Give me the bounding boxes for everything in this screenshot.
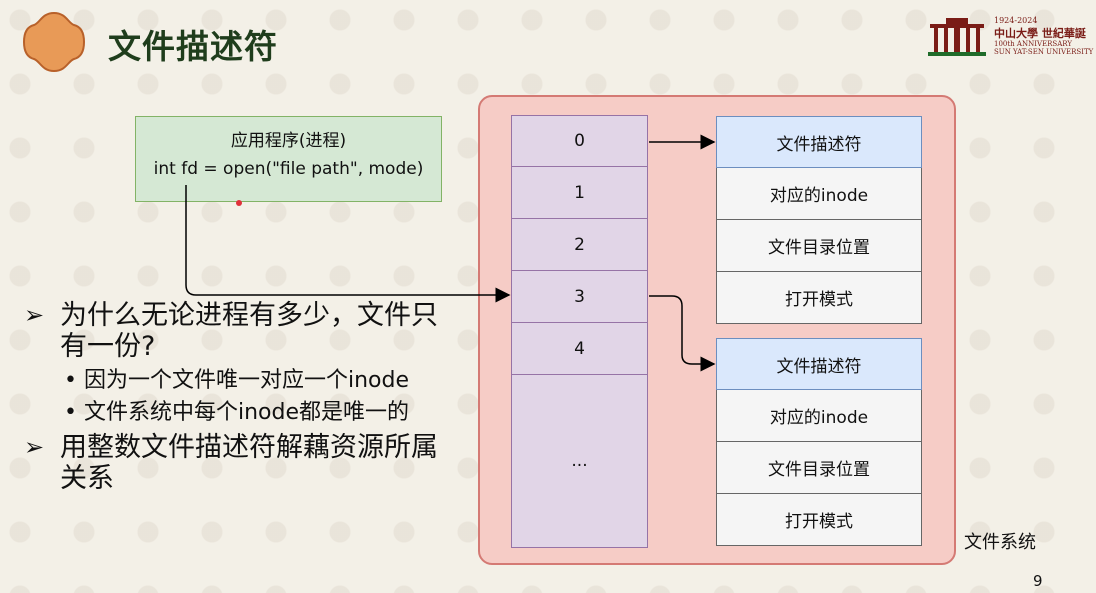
title-badge-icon xyxy=(22,11,86,73)
process-code: int fd = open("file path", mode) xyxy=(153,159,424,179)
bullet-text: 用整数文件描述符解藕资源所属关系 xyxy=(60,432,438,494)
logo-univ-en: SUN YAT-SEN UNIVERSITY xyxy=(994,48,1094,56)
file-entry: 文件描述符 对应的inode 文件目录位置 打开模式 xyxy=(716,116,922,324)
arrow-fd3-to-entry2 xyxy=(649,295,716,372)
process-box: 应用程序(进程) int fd = open("file path", mode… xyxy=(135,116,442,202)
entry-field: 对应的inode xyxy=(716,390,922,442)
fd-cell: 2 xyxy=(511,219,648,271)
sub-bullet-text: 文件系统中每个inode都是唯一的 xyxy=(84,400,410,425)
bullet-dot-icon: • xyxy=(64,368,77,393)
sub-bullet-text: 因为一个文件唯一对应一个inode xyxy=(84,368,410,393)
gate-logo-icon xyxy=(928,18,986,56)
fd-cell: 0 xyxy=(511,115,648,167)
filesystem-label: 文件系统 xyxy=(964,532,1036,553)
entry-field: 对应的inode xyxy=(716,168,922,220)
logo-anniversary: 100th ANNIVERSARY xyxy=(994,40,1072,48)
bullet-item: ➢ 用整数文件描述符解藕资源所属关系 xyxy=(24,432,454,494)
fd-table: 0 1 2 3 4 ... xyxy=(511,115,648,548)
fd-cell: 1 xyxy=(511,167,648,219)
entry-field: 打开模式 xyxy=(716,494,922,546)
bullet-item: ➢ 为什么无论进程有多少，文件只有一份? xyxy=(24,300,454,362)
university-logo: 1924-2024 中山大學 世紀華誕 100th ANNIVERSARY SU… xyxy=(928,16,1093,62)
fd-cell: ... xyxy=(511,375,648,548)
file-entry: 文件描述符 对应的inode 文件目录位置 打开模式 xyxy=(716,338,922,546)
entry-header: 文件描述符 xyxy=(716,338,922,390)
entry-field: 打开模式 xyxy=(716,272,922,324)
bullet-text: 为什么无论进程有多少，文件只有一份? xyxy=(60,300,438,362)
bullet-arrow-icon: ➢ xyxy=(24,433,45,461)
bullet-arrow-icon: ➢ xyxy=(24,301,45,329)
entry-field: 文件目录位置 xyxy=(716,220,922,272)
process-title: 应用程序(进程) xyxy=(230,131,347,151)
laser-pointer-dot xyxy=(236,200,242,206)
arrow-process-to-fd3 xyxy=(185,185,511,303)
sub-bullet-item: • 因为一个文件唯一对应一个inode xyxy=(24,368,454,394)
bullet-dot-icon: • xyxy=(64,400,77,425)
entry-header: 文件描述符 xyxy=(716,116,922,168)
entry-field: 文件目录位置 xyxy=(716,442,922,494)
bullet-list: ➢ 为什么无论进程有多少，文件只有一份? • 因为一个文件唯一对应一个inode… xyxy=(24,300,454,500)
logo-years: 1924-2024 xyxy=(994,16,1038,25)
fd-cell: 3 xyxy=(511,271,648,323)
page-number: 9 xyxy=(1033,572,1043,590)
logo-name-cn: 中山大學 世紀華誕 xyxy=(994,27,1086,40)
slide-title: 文件描述符 xyxy=(108,27,278,66)
fd-cell: 4 xyxy=(511,323,648,375)
sub-bullet-item: • 文件系统中每个inode都是唯一的 xyxy=(24,400,454,426)
